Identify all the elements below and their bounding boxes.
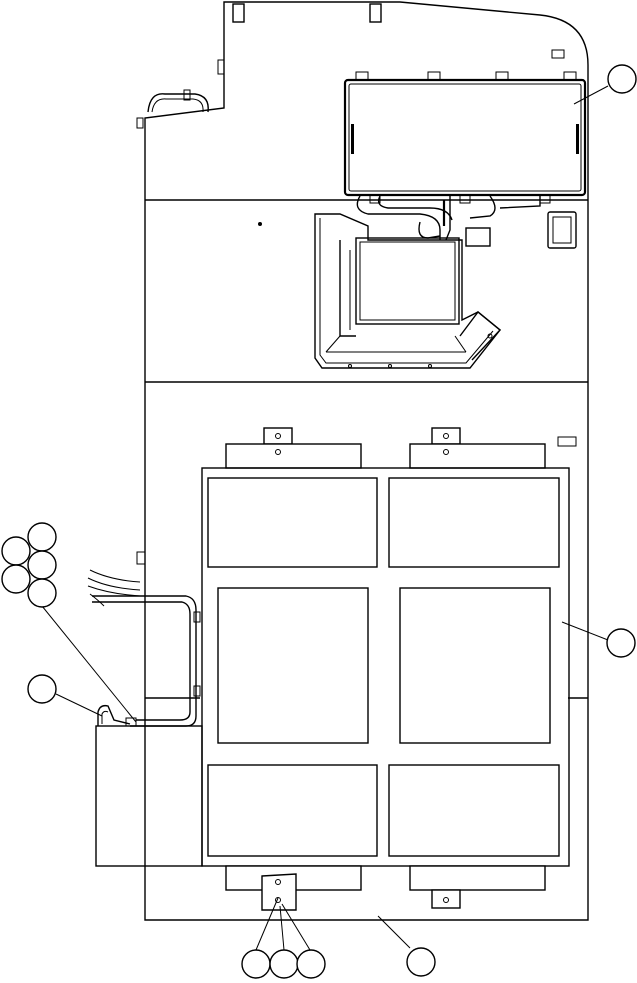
callout-top-right — [607, 64, 637, 94]
callout-left-group-3 — [27, 550, 57, 580]
callout-left-group-1 — [27, 522, 57, 552]
upper-harness — [356, 195, 577, 249]
callouts — [1, 64, 637, 979]
leader-lines — [41, 85, 609, 951]
callout-bottom-3 — [296, 949, 326, 979]
callout-bottom-1 — [241, 949, 271, 979]
middle-unit — [314, 213, 502, 369]
callout-left-group-5 — [27, 578, 57, 608]
upper-control-box — [343, 49, 587, 204]
left-harness — [87, 569, 201, 727]
auxiliary-box — [95, 704, 203, 867]
callout-right-middle — [606, 628, 636, 658]
callout-left-group-4 — [1, 564, 31, 594]
callout-bottom-right — [406, 947, 436, 977]
main-frame — [136, 1, 589, 921]
cell-pack — [201, 427, 577, 911]
callout-left-group-2 — [1, 536, 31, 566]
callout-bottom-2 — [269, 949, 299, 979]
callout-left-lower — [27, 674, 57, 704]
